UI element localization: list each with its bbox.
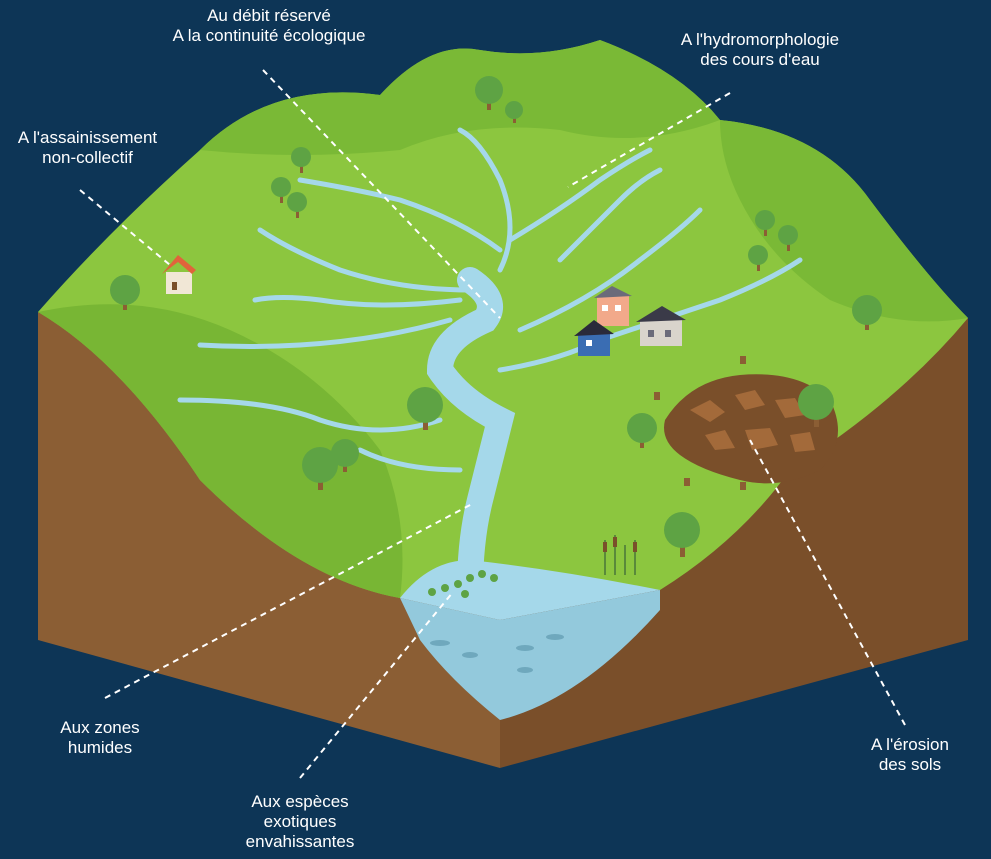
house-icon [636,306,686,346]
label-erosion: A l'érosion des sols [871,735,949,774]
stump-icon [740,356,746,364]
stump-icon [684,478,690,486]
trees [110,76,882,557]
tree-icon [475,76,503,110]
label-especes: Aux espèces exotiques envahissantes [245,792,355,851]
tree-icon [627,413,657,448]
tree-icon [287,192,307,218]
invasive-plants [428,570,498,598]
fish-icon [462,652,478,658]
tree-icon [505,101,523,123]
stumps [654,356,746,490]
erosion-patch [664,374,838,484]
house-icon [574,320,614,356]
fish-icon [516,645,534,651]
tree-icon [748,245,768,271]
tree-icon [302,447,338,490]
leader-lines [79,69,906,779]
stump-icon [654,392,660,400]
label-assainissement: A l'assainissement non-collectif [17,128,158,167]
tree-icon [755,210,775,236]
tree-icon [271,177,291,203]
tree-icon [798,384,834,427]
leader-especes [299,591,454,779]
river-mouth [400,560,660,620]
label-debit: Au débit réservé A la continuité écologi… [172,6,366,45]
reeds [603,535,637,575]
houses [162,255,686,356]
tree-icon [664,512,700,557]
tree-icon [778,225,798,251]
tree-icon [407,387,443,430]
label-hydro: A l'hydromorphologie des cours d'eau [680,30,840,69]
tree-icon [331,439,359,472]
tree-icon [291,147,311,173]
fish [430,634,564,673]
stump-icon [740,482,746,490]
fish-icon [517,667,533,673]
leader-assainissement [79,189,171,266]
fish-icon [546,634,564,640]
tree-icon [110,275,140,310]
fish-icon [430,640,450,646]
leader-debit [262,69,501,319]
tree-icon [852,295,882,330]
leader-hydro [567,92,731,188]
reed-icon [603,535,637,575]
leader-zones-humides [104,503,473,699]
house-icon [162,255,196,294]
water-cross-section [400,590,660,720]
house-icon [594,286,632,326]
label-zones-humides: Aux zones humides [60,718,140,757]
